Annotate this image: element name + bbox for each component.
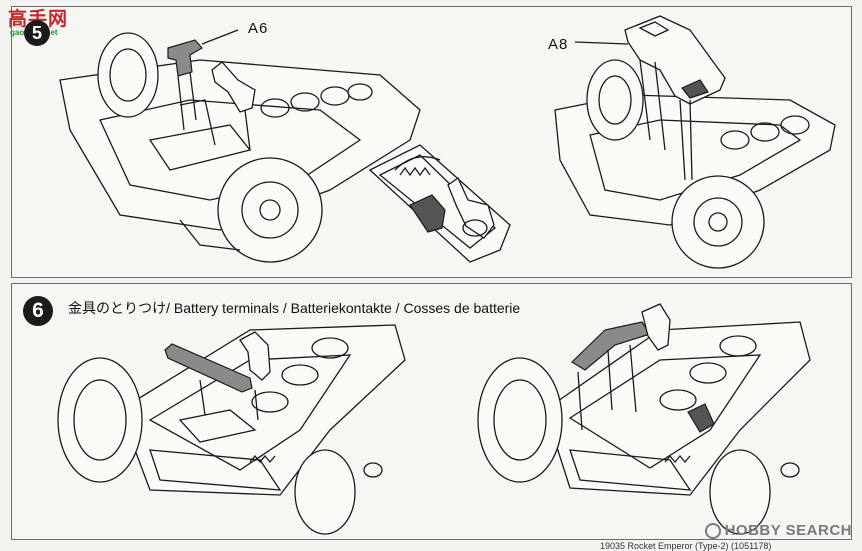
- part-label-a8: A8: [548, 36, 569, 53]
- chassis-top-left: [59, 29, 421, 263]
- inset-detail: [368, 144, 511, 263]
- hobby-search-logo-icon: [704, 522, 721, 539]
- chassis-bottom-left: [57, 324, 406, 535]
- chassis-bottom-right: [477, 303, 811, 535]
- step6-title: 金具のとりつけ/ Battery terminals / Batteriekon…: [68, 300, 521, 316]
- logo-text: 高手网: [8, 4, 68, 31]
- footer-text: 19035 Rocket Emperor (Type-2) (1051178): [600, 541, 772, 551]
- chassis-top-right: [554, 15, 836, 269]
- step6-circle: 6: [23, 296, 53, 326]
- hobby-search-watermark: HOBBY SEARCH: [704, 522, 852, 539]
- step5-circle: 5: [24, 20, 50, 46]
- part-label-a6: A6: [248, 20, 269, 37]
- hobby-search-text: HOBBY SEARCH: [724, 522, 852, 539]
